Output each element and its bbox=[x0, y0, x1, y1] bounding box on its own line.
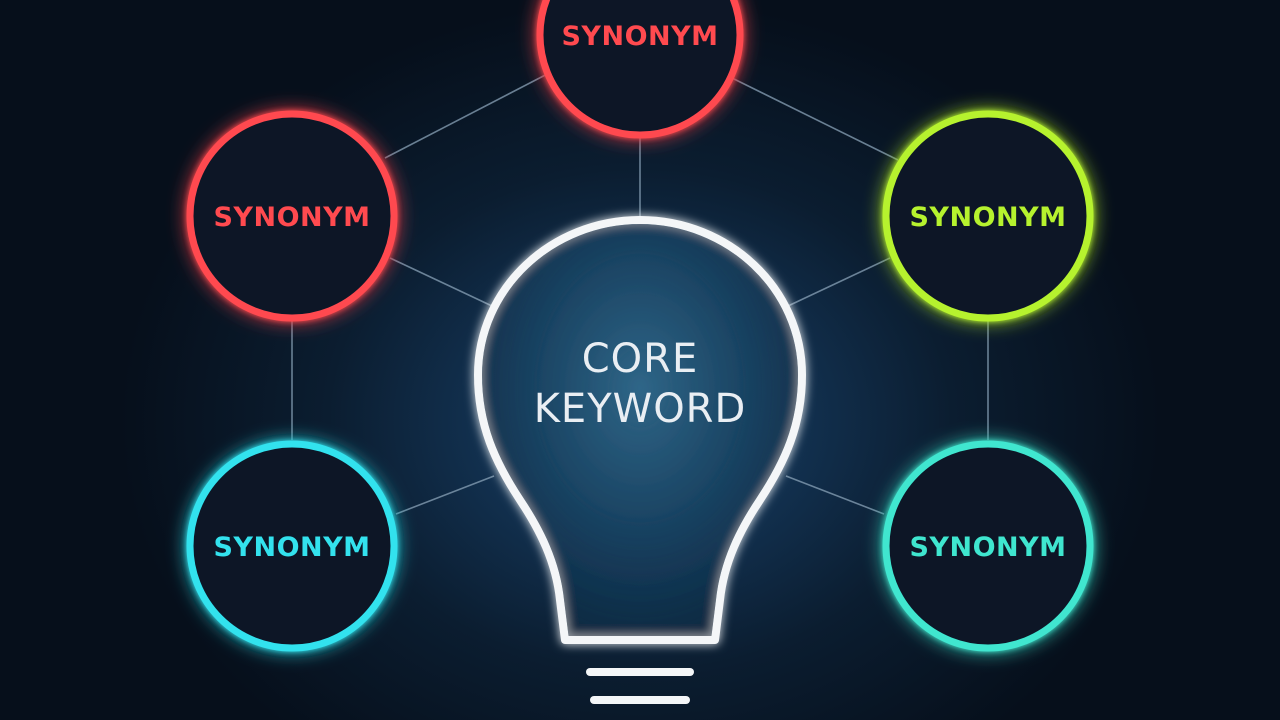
lightbulb-icon: CORE KEYWORD bbox=[474, 216, 806, 704]
connector-upper-left-to-bulb bbox=[389, 257, 493, 307]
synonym-node-upper-right-ring bbox=[882, 110, 1094, 322]
synonym-node-top-ring bbox=[536, 0, 744, 139]
synonym-node-upper-right-label: SYNONYM bbox=[909, 202, 1066, 233]
core-keyword-line-1: CORE bbox=[582, 336, 698, 382]
core-keyword-line-2: KEYWORD bbox=[534, 386, 747, 432]
synonym-node-upper-right: SYNONYM bbox=[882, 110, 1094, 322]
synonym-node-upper-left-ring bbox=[186, 110, 398, 322]
synonym-node-lower-left-ring bbox=[186, 440, 398, 652]
synonym-node-upper-left: SYNONYM bbox=[186, 110, 398, 322]
connector-lower-left-to-bulb bbox=[395, 475, 495, 515]
connector-lower-right-to-bulb bbox=[785, 475, 885, 515]
synonym-node-lower-left-label: SYNONYM bbox=[213, 532, 370, 563]
synonym-node-lower-right: SYNONYM bbox=[882, 440, 1094, 652]
synonym-node-lower-left: SYNONYM bbox=[186, 440, 398, 652]
connector-top-to-upper-right bbox=[731, 77, 899, 161]
synonym-node-upper-left-label: SYNONYM bbox=[213, 202, 370, 233]
connector-upper-right-to-bulb bbox=[787, 257, 891, 307]
connector-lines bbox=[291, 69, 989, 515]
synonym-node-lower-right-label: SYNONYM bbox=[909, 532, 1066, 563]
bulb-outline bbox=[474, 216, 806, 644]
synonym-node-top: SYNONYM bbox=[536, 0, 744, 139]
connector-top-to-upper-left bbox=[384, 69, 556, 159]
synonym-node-top-label: SYNONYM bbox=[561, 21, 718, 52]
synonym-node-lower-right-ring bbox=[882, 440, 1094, 652]
